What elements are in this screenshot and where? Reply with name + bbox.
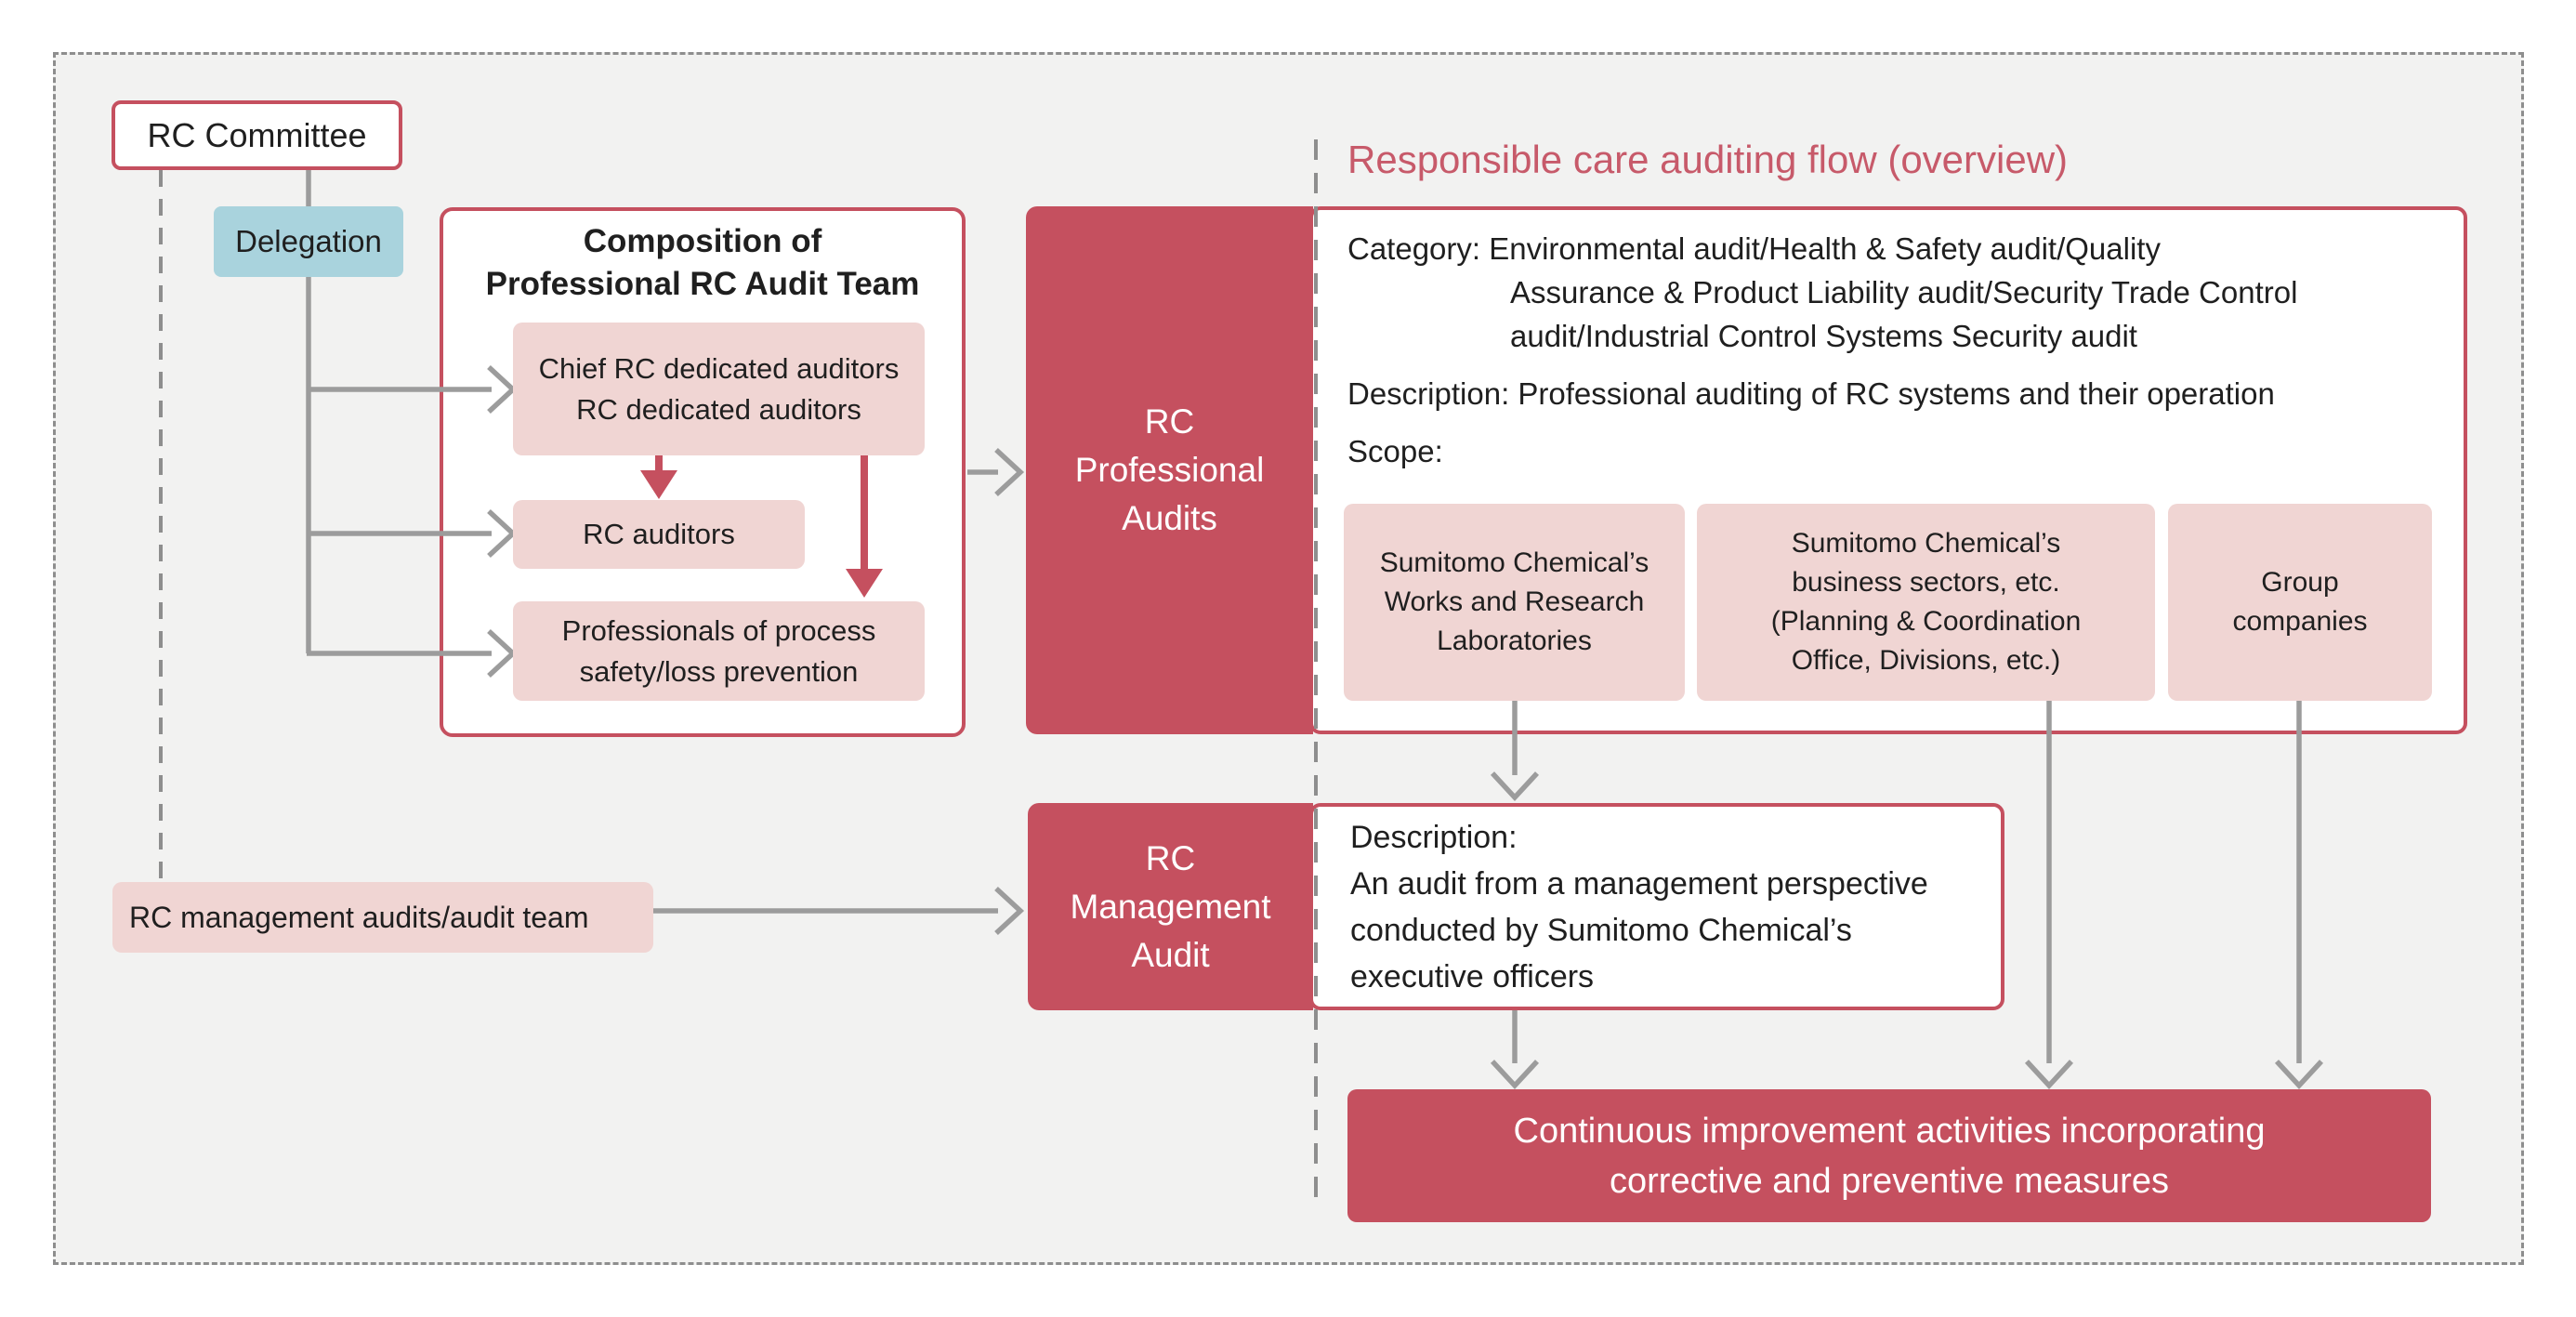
rc-management-audit-node: RC Management Audit (1028, 803, 1313, 1010)
delegation-label-node: Delegation (214, 206, 403, 277)
member-rc-auditors: RC auditors (513, 500, 805, 569)
page-title: Responsible care auditing flow (overview… (1347, 138, 2069, 181)
scope-group-companies: Group companies (2168, 504, 2432, 701)
category-text: Category: Environmental audit/Health & S… (1347, 231, 2298, 353)
description-text: Description: Professional auditing of RC… (1347, 376, 2275, 411)
management-audit-description-box: Description: An audit from a management … (1309, 803, 2004, 1010)
continuous-improvement-node: Continuous improvement activities incorp… (1347, 1089, 2431, 1222)
rc-professional-audits-node: RC Professional Audits (1026, 206, 1313, 734)
member-chief-rc-auditors: Chief RC dedicated auditors RC dedicated… (513, 323, 925, 455)
rc-management-audit-team-node: RC management audits/audit team (112, 882, 653, 953)
rc-committee-node: RC Committee (112, 100, 402, 170)
composition-title: Composition of Professional RC Audit Tea… (485, 223, 920, 302)
member-process-safety-professionals: Professionals of process safety/loss pre… (513, 601, 925, 701)
scope-business-sectors: Sumitomo Chemical’s business sectors, et… (1697, 504, 2155, 701)
scope-works-research-laboratories: Sumitomo Chemical’s Works and Research L… (1344, 504, 1685, 701)
scope-label: Scope: (1347, 434, 1443, 468)
